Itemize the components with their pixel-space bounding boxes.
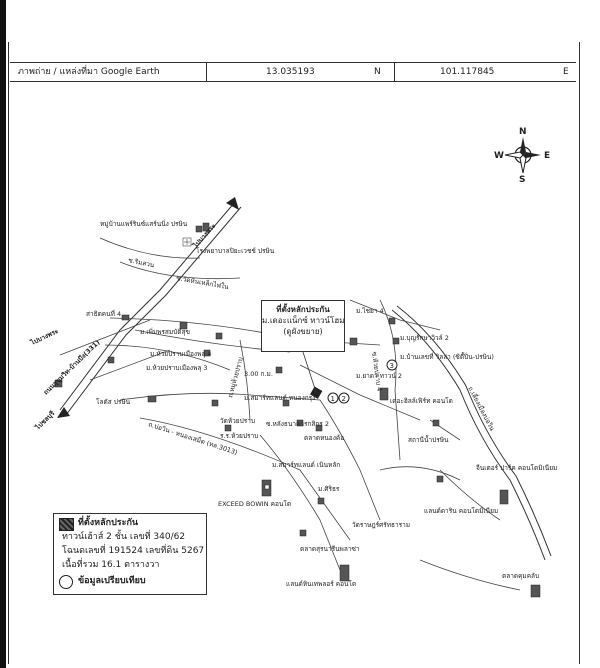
marker-label: 3 [390,362,394,370]
compass-west: W [494,151,504,161]
callout-project: ม.เดอะแน็กซ์ ทาวน์โฮม [262,316,345,325]
legend-compare-label: ข้อมูลเปรียบเทียบ [78,576,146,586]
callout-note: (ดูผังขยาย) [283,327,323,336]
map-label: ร.ร.ห้วยปราบ [220,432,258,440]
map-label: 3.00 ก.ม. [244,370,273,378]
arrow-icon [226,197,239,210]
map-label: ถ.หมู่ห้วยปราบ [226,356,245,398]
header-divider [206,63,207,81]
map-label: ตลาดคุมคลับ [502,572,539,580]
map-label: ซ.ริมสวน [128,256,156,269]
legend-description: ทาวน์เฮ้าส์ 2 ชั้น เลขที่ 340/62 [62,532,186,542]
legend-description: เนื้อที่รวม 16.1 ตารางวา [62,560,160,570]
map-label: ม.ห้วยปราบเมืองพลุ 3 [146,364,208,372]
legend-compare-symbol [59,575,73,589]
subject-property-marker [310,386,323,399]
map-label: ซ.หลังธนาคารกสิกร 2 [266,420,329,428]
map-label: โลตัส ปรษิน [96,398,131,406]
map-label: ตลาดสุรนารีนพลาซ่า [300,545,360,553]
comparison-markers: 1 2 3 [327,359,398,404]
map-label: ม.บ้านเลขที่ วิลล่า (ซิตี้ปิ่น-ปรษิน) [400,352,494,361]
map-label: แลนด์หินเทพลอร์ คอนโด [286,580,356,588]
bypass-road [391,305,552,561]
map-label: เดอะฮิลล์เฟิร์ท คอนโด [390,397,453,405]
map-label: ซ.วัดหินเหล็กไฟใน [176,273,230,291]
map-label: ไปชลบุรี [32,408,56,432]
latitude-value: 13.035193 [266,67,315,77]
page-frame [8,42,580,664]
callout-leader [302,351,317,393]
legend-description: โฉนดเลขที่ 191524 เลขที่ดิน 5267 [62,546,205,556]
marker-label: 2 [342,395,346,403]
property-callout: ที่ตั้งหลักประกัน ม.เดอะแน็กซ์ ทาวน์โฮม … [261,300,345,352]
map-label: สาธิตคนที่ 4 [86,309,121,318]
callout-title: ที่ตั้งหลักประกัน [276,305,330,314]
map-label: ม.สมาร์ทแลนด์ เนินหลัก [272,461,340,469]
map-label: ม.ยาดา ทาวน์ 2 [356,372,402,380]
map-label: ม.บุญรักษาวิวล์ 2 [400,334,449,342]
map-label: แลนด์ดาริน คอนโดมิเนียม [424,507,498,515]
compass-south: S [519,175,525,185]
map-label: ตลาดหนองค้อ [304,434,344,442]
map-label: จีนเตอร์ ปาร์ค คอนโดมิเนียม [476,464,557,472]
map-label: วัดห้วยปราบ [220,417,255,425]
header-divider [394,63,395,81]
map-label: ม.เพิ่มพรสมบัติสุข [140,327,190,336]
map-label: วัดราษฎร์ศรัทธาราม [352,521,410,529]
map-label: ม.ศิริธร [318,485,340,493]
map-label: สถานีน้ำปรษิน [408,435,449,444]
map-label: ไปบางพระ [28,326,60,347]
legend-title: ที่ตั้งหลักประกัน [78,518,139,528]
map-label: ถ.เลี่ยงเมืองบ่อวิน [466,385,497,433]
marker-label: 1 [331,395,335,403]
coordinate-header: ภาพถ่าย / แหล่งที่มา Google Earth 13.035… [10,62,576,82]
highway-331 [59,201,242,416]
longitude-value: 101.117845 [440,67,495,77]
compass-east: E [544,151,550,161]
map-label: ม.หัวยปราบเมืองพลุ 4 [150,350,212,358]
scan-edge [0,0,6,668]
map-label: โรงพยาบาลปิยะเวชช์ ปรษิน [196,247,275,255]
source-label: ภาพถ่าย / แหล่งที่มา Google Earth [18,67,160,77]
longitude-direction: E [563,67,569,77]
map-label: หมู่บ้านแพร์รินซ์แสร์นนิ่ง ปรษิน [100,219,188,228]
map-label: ม.ไชยา 4 [356,307,384,315]
legend-subject-swatch [59,518,74,531]
latitude-direction: N [374,67,381,77]
arrow-icon [57,407,70,418]
compass-north: N [519,127,527,137]
map-label: ม.สมาร์ทแลนด์ หนองกรุง [244,394,315,402]
map-legend: ที่ตั้งหลักประกัน ทาวน์เฮ้าส์ 2 ชั้น เลข… [53,513,207,595]
map-label: EXCEED BOWIN คอนโด [218,500,291,508]
building-icons [54,222,541,598]
compass-rose: N S W E [494,127,550,185]
